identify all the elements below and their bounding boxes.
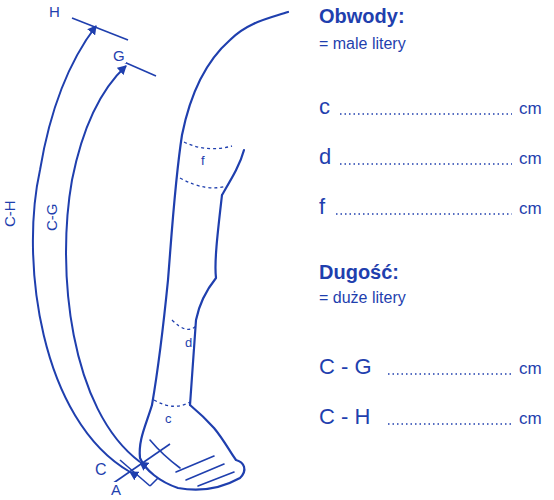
section-heading: Obwody: <box>318 6 406 26</box>
unit-label: cm <box>518 150 543 167</box>
section-heading: Dugość: <box>318 262 400 282</box>
circumference-letter: c <box>164 412 173 425</box>
length-label: C-H <box>2 199 17 228</box>
unit-label: cm <box>518 100 543 117</box>
measure-letter: C - H <box>318 406 371 428</box>
unit-label: cm <box>518 200 543 217</box>
length-letter: H <box>48 4 61 19</box>
length-letter: A <box>110 482 122 497</box>
circumference-letter: d <box>184 336 193 349</box>
section-note: = male litery <box>318 36 407 52</box>
measure-letter: C - G <box>318 356 373 378</box>
length-letter: G <box>112 48 126 63</box>
measure-letter: c <box>318 96 331 118</box>
section-note: = duże litery <box>318 290 407 306</box>
unit-label: cm <box>518 410 543 427</box>
measure-letter: d <box>318 146 332 168</box>
length-label: C-G <box>44 203 59 233</box>
unit-label: cm <box>518 360 543 377</box>
measure-letter: f <box>318 196 326 218</box>
circumference-letter: f <box>200 154 206 167</box>
length-letter: C <box>94 462 108 478</box>
